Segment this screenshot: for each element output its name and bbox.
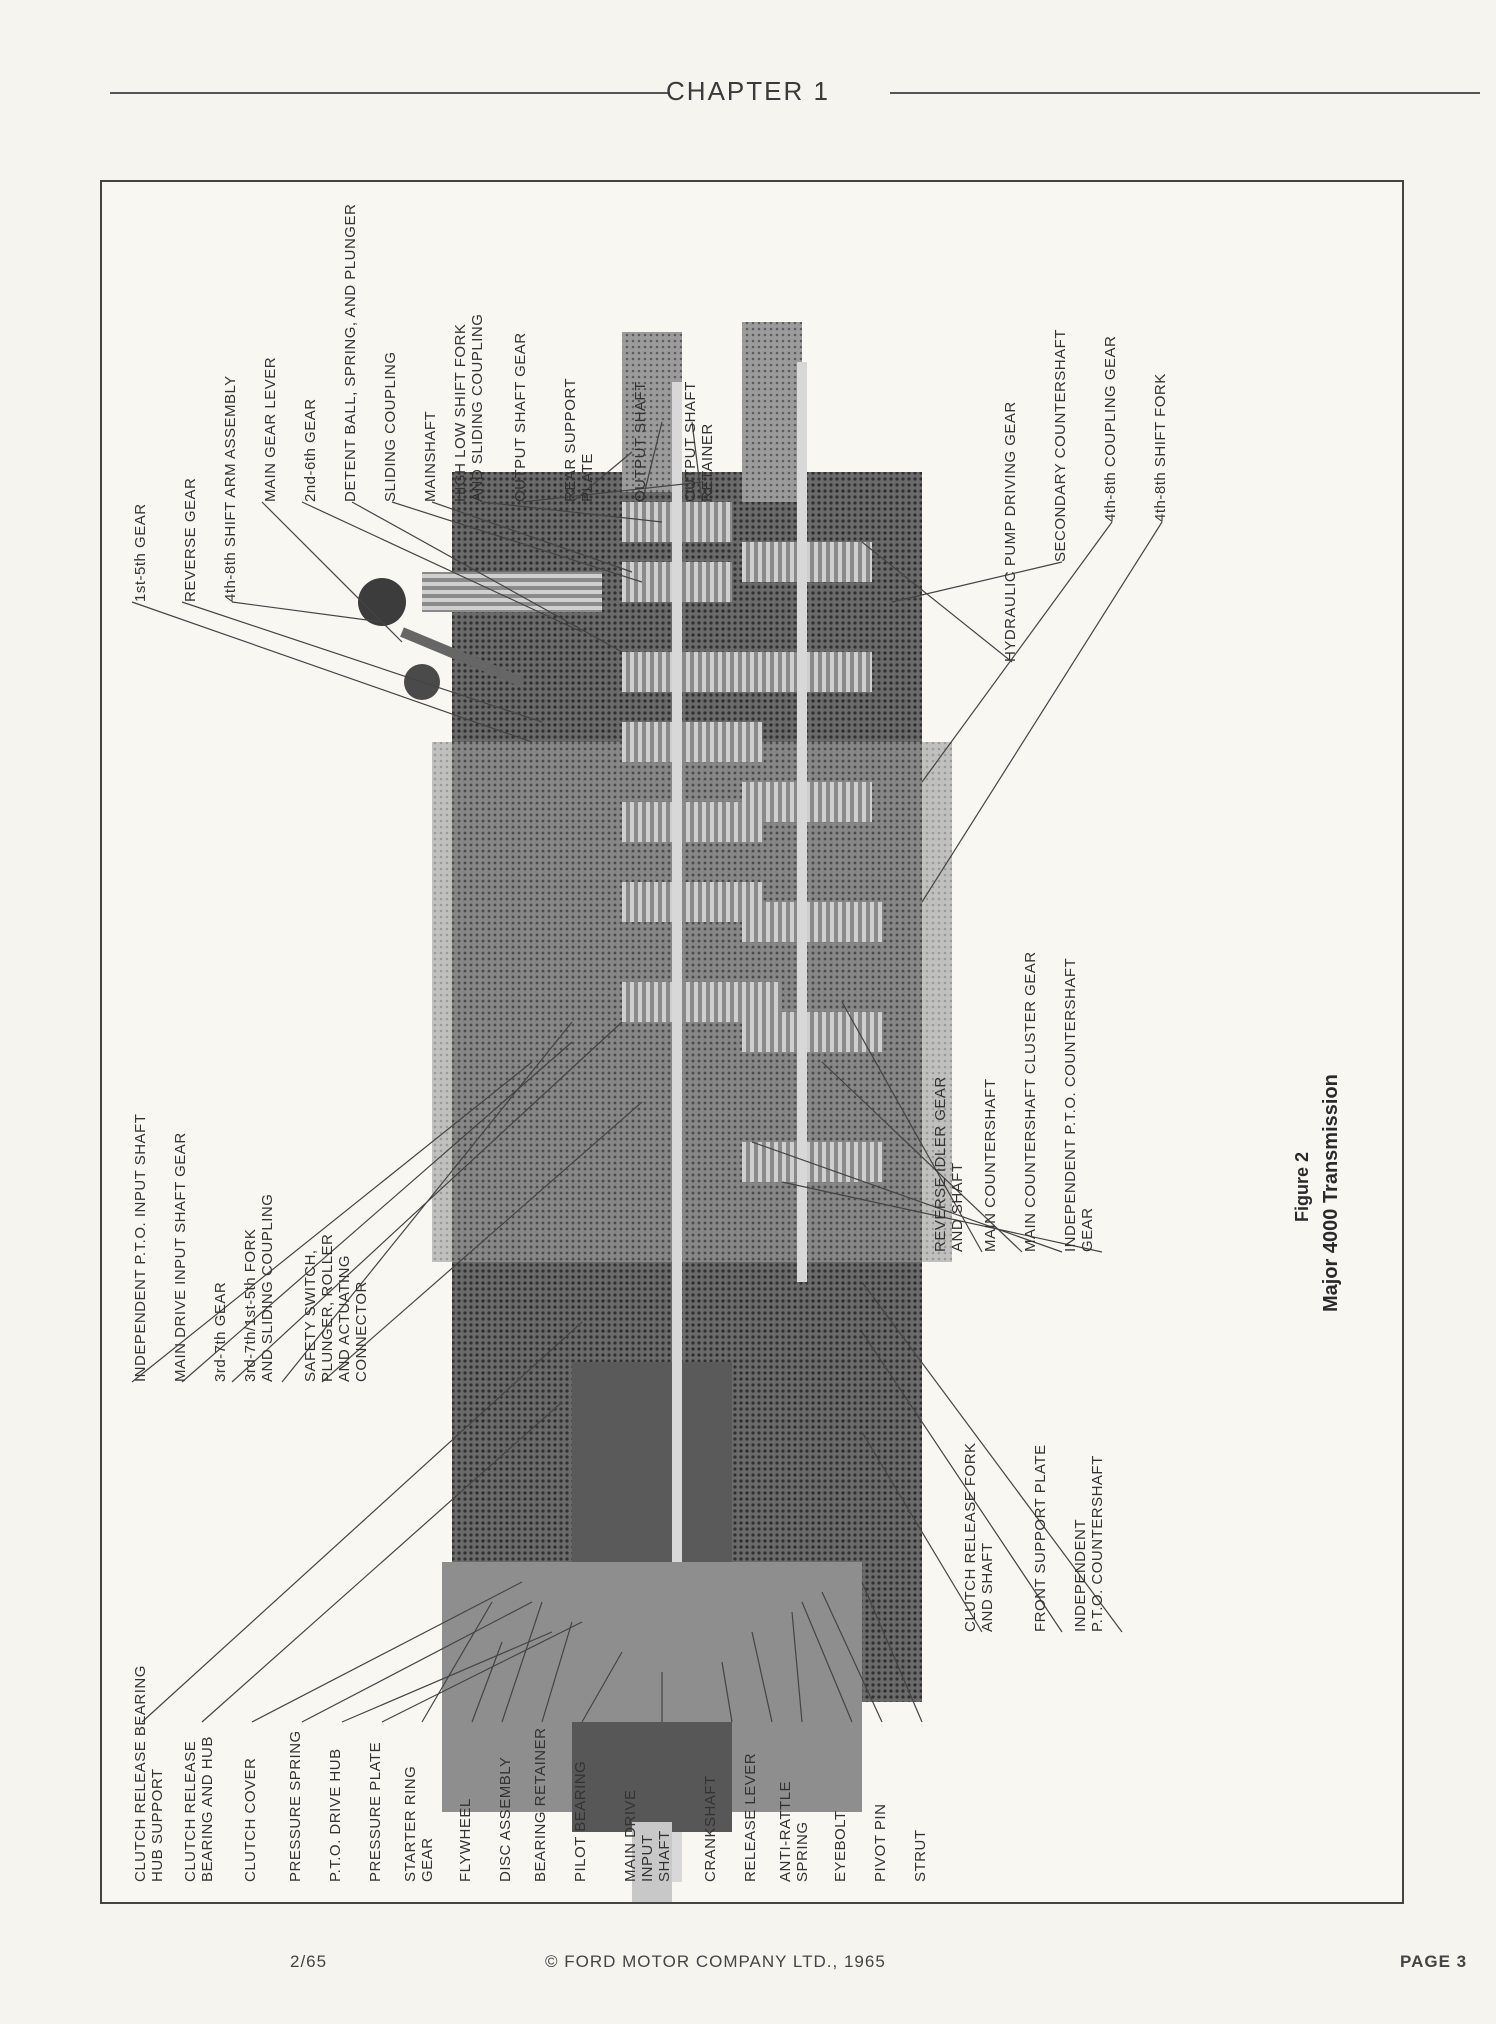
- label-hydraulic-pump-driving-gear: HYDRAULIC PUMP DRIVING GEAR: [1002, 401, 1019, 662]
- label-1st-5th-gear: 1st-5th GEAR: [132, 503, 149, 602]
- label-front-support-plate: FRONT SUPPORT PLATE: [1032, 1444, 1049, 1632]
- label-independent-pto-input-shaft: INDEPENDENT P.T.O. INPUT SHAFT: [132, 1113, 149, 1382]
- label-2nd-6th-gear: 2nd-6th GEAR: [302, 398, 319, 502]
- label-independent-pto-countershaft: INDEPENDENT P.T.O. COUNTERSHAFT: [1072, 1455, 1106, 1632]
- label-clutch-release-bearing-and-hub: CLUTCH RELEASE BEARING AND HUB: [182, 1736, 216, 1882]
- label-pto-drive-hub: P.T.O. DRIVE HUB: [327, 1748, 344, 1882]
- label-reverse-gear: REVERSE GEAR: [182, 477, 199, 602]
- label-main-gear-lever: MAIN GEAR LEVER: [262, 356, 279, 502]
- label-strut: STRUT: [912, 1829, 929, 1883]
- label-crankshaft: CRANKSHAFT: [702, 1775, 719, 1882]
- label-mainshaft: MAINSHAFT: [422, 410, 439, 502]
- label-pressure-spring: PRESSURE SPRING: [287, 1730, 304, 1882]
- header-rule-right: [890, 92, 1480, 94]
- figure-number: Figure 2: [1292, 1151, 1312, 1222]
- label-independent-pto-countershaft-gear: INDEPENDENT P.T.O. COUNTERSHAFT GEAR: [1062, 958, 1096, 1252]
- label-main-countershaft: MAIN COUNTERSHAFT: [982, 1078, 999, 1253]
- label-3rd-7th-gear: 3rd-7th GEAR: [212, 1281, 229, 1382]
- label-flywheel: FLYWHEEL: [457, 1798, 474, 1882]
- label-3rd-7th-1st-5th-fork: 3rd-7th/1st-5th FORK AND SLIDING COUPLIN…: [242, 1193, 276, 1382]
- footer-date: 2/65: [290, 1952, 328, 1971]
- figure-title: Major 4000 Transmission: [1320, 1074, 1342, 1312]
- label-eyebolt: EYEBOLT: [832, 1810, 849, 1882]
- leader-lines: [131, 421, 1163, 1723]
- label-4th-8th-shift-arm: 4th-8th SHIFT ARM ASSEMBLY: [222, 375, 239, 602]
- label-pivot-pin: PIVOT PIN: [872, 1803, 889, 1882]
- chapter-title: CHAPTER 1: [666, 76, 830, 106]
- label-safety-switch: SAFETY SWITCH, PLUNGER, ROLLER AND ACTUA…: [302, 1233, 370, 1382]
- label-output-shaft-retainer: OUTPUT SHAFT RETAINER: [682, 381, 716, 502]
- footer-copyright: © FORD MOTOR COMPANY LTD., 1965: [545, 1952, 886, 1971]
- label-anti-rattle-spring: ANTI-RATTLE SPRING: [777, 1780, 811, 1882]
- label-clutch-release-bearing-hub-support: CLUTCH RELEASE BEARING HUB SUPPORT: [132, 1665, 166, 1882]
- label-output-shaft: OUTPUT SHAFT: [632, 381, 649, 502]
- label-pilot-bearing: PILOT BEARING: [572, 1760, 589, 1882]
- label-detent-ball: DETENT BALL, SPRING, AND PLUNGER: [342, 203, 359, 502]
- header-rule-left: [110, 92, 670, 94]
- label-high-low-shift-fork: HIGH LOW SHIFT FORK AND SLIDING COUPLING: [452, 313, 486, 502]
- label-secondary-countershaft: SECONDARY COUNTERSHAFT: [1052, 329, 1069, 562]
- label-clutch-release-fork: CLUTCH RELEASE FORK AND SHAFT: [962, 1442, 996, 1632]
- label-main-drive-input-shaft-gear: MAIN DRIVE INPUT SHAFT GEAR: [172, 1132, 189, 1382]
- label-bearing-retainer: BEARING RETAINER: [532, 1727, 549, 1882]
- label-4th-8th-shift-fork: 4th-8th SHIFT FORK: [1152, 373, 1169, 522]
- figure-frame: 1st-5th GEAR REVERSE GEAR 4th-8th SHIFT …: [100, 180, 1404, 1904]
- label-disc-assembly: DISC ASSEMBLY: [497, 1756, 514, 1882]
- footer-page-number: PAGE 3: [1400, 1952, 1468, 1971]
- label-main-drive-input-shaft: MAIN DRIVE INPUT SHAFT: [622, 1789, 673, 1882]
- label-main-countershaft-cluster-gear: MAIN COUNTERSHAFT CLUSTER GEAR: [1022, 951, 1039, 1252]
- label-clutch-cover: CLUTCH COVER: [242, 1757, 259, 1882]
- transmission-cutaway-drawing: [131, 322, 1163, 1902]
- label-sliding-coupling: SLIDING COUPLING: [382, 351, 399, 502]
- label-release-lever: RELEASE LEVER: [742, 1752, 759, 1882]
- label-reverse-idler-gear: REVERSE IDLER GEAR AND SHAFT: [932, 1076, 966, 1252]
- label-starter-ring-gear: STARTER RING GEAR: [402, 1765, 436, 1882]
- label-rear-support-plate: REAR SUPPORT PLATE: [562, 377, 596, 502]
- label-pressure-plate: PRESSURE PLATE: [367, 1741, 384, 1882]
- label-output-shaft-gear: OUTPUT SHAFT GEAR: [512, 332, 529, 502]
- label-4th-8th-coupling-gear: 4th-8th COUPLING GEAR: [1102, 335, 1119, 522]
- clutch-housing: [442, 1562, 862, 1902]
